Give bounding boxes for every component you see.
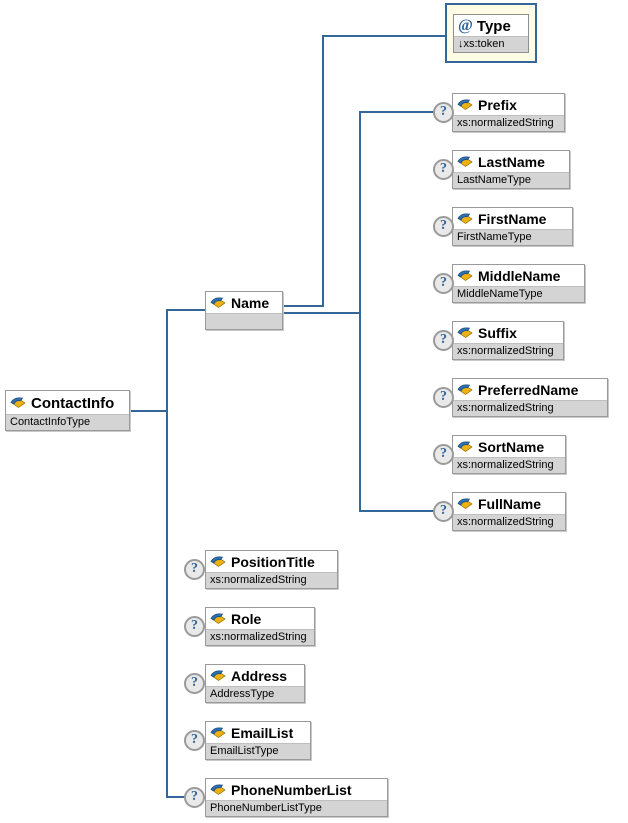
element-box-lastname[interactable]: LastName LastNameType [452,150,570,189]
optional-indicator: ? [433,102,454,123]
element-icon [210,727,226,738]
element-type: MiddleNameType [453,286,584,302]
connector-line [359,111,361,512]
connector-line [130,410,168,412]
element-type: EmailListType [206,743,310,759]
element-box-address[interactable]: Address AddressType [205,664,305,703]
optional-indicator: ? [184,787,205,808]
element-name: Name [231,295,270,311]
element-type: xs:normalizedString [206,629,314,645]
element-box-suffix[interactable]: Suffix xs:normalizedString [452,321,564,360]
element-name: PositionTitle [231,554,315,570]
connector-line [359,111,435,113]
optional-indicator: ? [433,159,454,180]
element-name: Address [231,668,288,684]
element-icon [210,613,226,624]
connector-line [166,309,168,798]
element-name: LastName [478,154,545,170]
element-box-phonenumberlist[interactable]: PhoneNumberList PhoneNumberListType [205,778,388,817]
element-icon [210,784,226,795]
element-icon [210,670,226,681]
element-name: EmailList [231,725,294,741]
element-name: FirstName [478,211,547,227]
optional-indicator: ? [184,730,205,751]
element-box-role[interactable]: Role xs:normalizedString [205,607,315,646]
element-name: MiddleName [478,268,561,284]
element-box-name[interactable]: Name [205,291,283,330]
element-box-fullname[interactable]: FullName xs:normalizedString [452,492,566,531]
element-name: FullName [478,496,542,512]
element-type: PhoneNumberListType [206,800,387,816]
element-box-emaillist[interactable]: EmailList EmailListType [205,721,311,760]
element-type: LastNameType [453,172,569,188]
attribute-type: ↓xs:token [454,36,528,52]
element-icon [210,556,226,567]
element-type: xs:normalizedString [453,400,607,416]
element-box-preferredname[interactable]: PreferredName xs:normalizedString [452,378,608,417]
element-name: Role [231,611,262,627]
element-type: xs:normalizedString [453,514,565,530]
element-name: PreferredName [478,382,579,398]
element-type: xs:normalizedString [453,457,565,473]
attribute-container: @ Type ↓xs:token [445,3,537,63]
element-box-middlename[interactable]: MiddleName MiddleNameType [452,264,585,303]
element-type: AddressType [206,686,304,702]
element-box-prefix[interactable]: Prefix xs:normalizedString [452,93,565,132]
connector-line [166,309,206,311]
element-type: FirstNameType [453,229,572,245]
element-icon [457,213,473,224]
connector-line [322,35,445,37]
connector-line [322,35,324,307]
connector-line [166,796,186,798]
optional-indicator: ? [433,501,454,522]
attribute-icon: @ [458,17,473,34]
optional-indicator: ? [184,559,205,580]
element-type: ContactInfoType [6,414,129,430]
element-icon [457,498,473,509]
element-icon [457,384,473,395]
element-name: PhoneNumberList [231,782,352,798]
attribute-title: @ Type [454,15,528,37]
optional-indicator: ? [433,273,454,294]
element-icon [457,441,473,452]
element-icon [457,327,473,338]
element-name: SortName [478,439,545,455]
element-name: Prefix [478,97,517,113]
element-type: xs:normalizedString [453,115,564,131]
attribute-box-type[interactable]: @ Type ↓xs:token [453,14,529,53]
element-name: Suffix [478,325,517,341]
element-type [206,313,282,329]
element-type: xs:normalizedString [206,572,337,588]
element-icon [457,99,473,110]
element-box-firstname[interactable]: FirstName FirstNameType [452,207,573,246]
element-icon [457,270,473,281]
connector-line [359,510,435,512]
optional-indicator: ? [184,616,205,637]
attribute-name: Type [476,17,511,35]
element-name: ContactInfo [31,394,115,412]
element-icon [457,156,473,167]
optional-indicator: ? [184,673,205,694]
optional-indicator: ? [433,330,454,351]
optional-indicator: ? [433,387,454,408]
element-icon [10,397,26,408]
optional-indicator: ? [433,216,454,237]
element-box-contactinfo[interactable]: ContactInfo ContactInfoType [5,390,130,431]
element-box-positiontitle[interactable]: PositionTitle xs:normalizedString [205,550,338,589]
connector-line [283,312,361,314]
optional-indicator: ? [433,444,454,465]
element-type: xs:normalizedString [453,343,563,359]
element-box-sortname[interactable]: SortName xs:normalizedString [452,435,566,474]
element-icon [210,297,226,308]
connector-line [283,305,324,307]
